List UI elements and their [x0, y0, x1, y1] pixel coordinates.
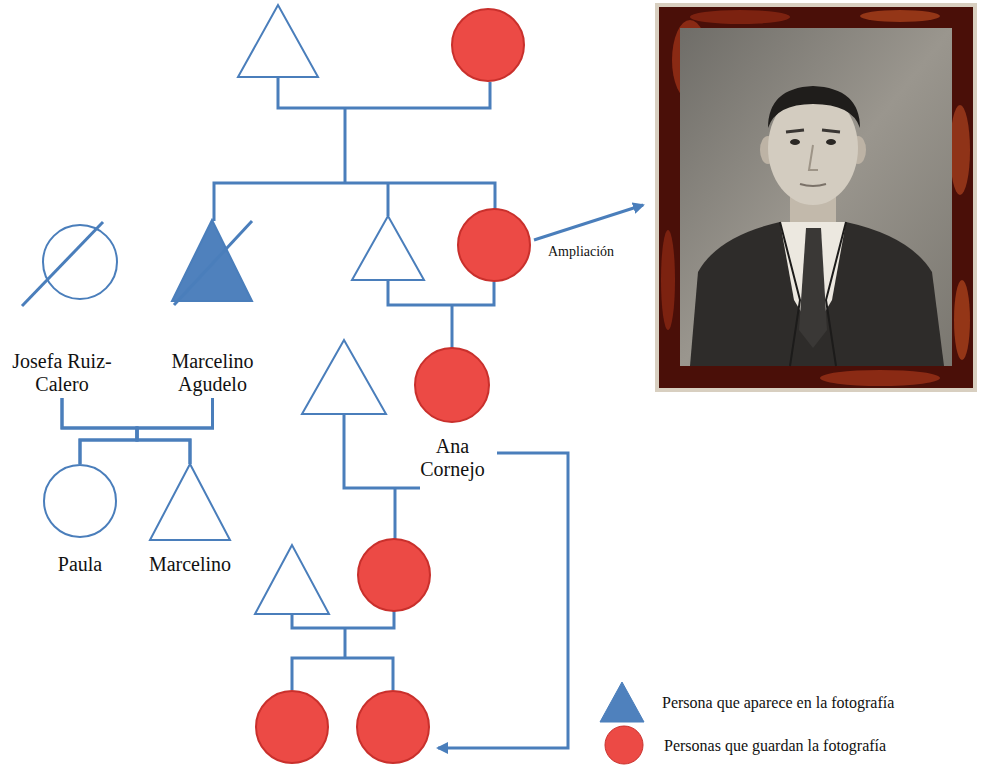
drawing-part — [860, 10, 940, 22]
legend-text: Persona que aparece en la fotografía — [662, 693, 894, 712]
drawing-part — [451, 305, 454, 348]
person-name: Marcelino — [130, 553, 250, 576]
triangle-shape — [150, 464, 230, 540]
drawing-part — [690, 222, 944, 366]
drawing-part — [768, 86, 860, 128]
circle-shape — [43, 225, 117, 299]
deceased-female: Josefa Ruiz-Calero — [3, 222, 121, 396]
person-name: Ana Cornejo — [413, 435, 493, 481]
male-symbol — [238, 5, 318, 77]
female-keeper — [256, 691, 328, 763]
triangle-sample — [600, 682, 644, 722]
male-symbol — [352, 216, 424, 280]
drawing-part — [690, 10, 790, 24]
drawing-part — [534, 205, 643, 240]
circle-shape — [415, 348, 489, 422]
drawing-part — [344, 108, 347, 183]
legend-item: Persona que aparece en la fotografía — [598, 681, 894, 723]
drawing-part — [786, 130, 840, 132]
descent-line — [80, 398, 213, 464]
drawing-part — [790, 139, 800, 145]
drawing-part — [800, 184, 826, 186]
person-name: Marcelino Agudelo — [150, 350, 275, 396]
kinship-lines — [214, 78, 643, 748]
deceased-slash — [22, 222, 103, 306]
male-symbol — [302, 340, 386, 414]
drawing-part — [344, 628, 347, 658]
drawing-part — [954, 280, 970, 360]
drawing-part — [292, 658, 393, 690]
pictured-male: Marcelino Agudelo — [150, 219, 275, 396]
drawing-part — [657, 5, 975, 390]
kin-symbol — [30, 463, 130, 539]
kin-symbol — [3, 222, 121, 306]
drawing-part — [278, 78, 490, 108]
person-name: Josefa Ruiz-Calero — [3, 350, 121, 396]
keeper-female: Ana Cornejo — [405, 347, 500, 481]
framed-photograph — [657, 5, 975, 390]
female-keeper — [358, 539, 430, 611]
legend-item: Personas que guardan la fotografía — [600, 724, 886, 766]
drawing-part — [826, 222, 846, 366]
legend-symbol — [598, 681, 646, 723]
male-child: Marcelino — [130, 463, 250, 576]
female-child: Paula — [30, 463, 130, 576]
female-keeper — [458, 209, 530, 281]
person-name: Paula — [30, 553, 130, 576]
drawing-part — [344, 415, 420, 488]
drawing-part — [387, 183, 390, 216]
drawing-part — [799, 228, 827, 348]
drawing-part — [780, 222, 800, 366]
circle-shape — [44, 465, 116, 537]
drawing-part — [680, 28, 952, 366]
drawing-part — [820, 370, 940, 386]
drawing-part — [826, 139, 836, 145]
drawing-part — [394, 488, 397, 539]
legend-symbol — [600, 724, 648, 766]
female-keeper — [357, 691, 429, 763]
drawing-part — [661, 230, 675, 330]
circle-sample — [605, 726, 643, 764]
deceased-slash — [174, 221, 252, 305]
female-keeper — [452, 9, 524, 81]
enlargement-label: Ampliación — [546, 243, 616, 260]
drawing-part — [438, 453, 568, 748]
descent-line — [137, 398, 213, 464]
drawing-part — [950, 105, 970, 195]
drawing-part — [214, 183, 495, 221]
kin-symbol — [405, 347, 500, 423]
kin-symbol — [130, 463, 250, 541]
descent-line — [62, 398, 137, 464]
drawing-part — [809, 145, 818, 170]
kin-symbol — [150, 219, 275, 303]
male-symbol — [255, 545, 329, 614]
legend-text: Personas que guardan la fotografía — [664, 736, 886, 755]
drawing-part — [388, 281, 494, 305]
relative-symbols — [238, 5, 530, 763]
